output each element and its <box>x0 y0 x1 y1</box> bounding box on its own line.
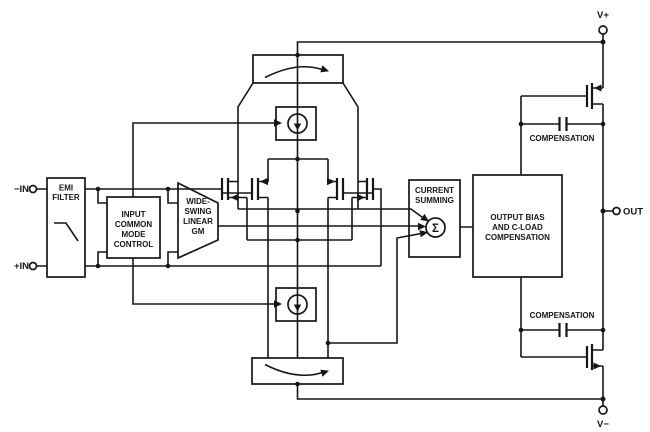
output-bias-label-3: COMPENSATION <box>485 233 550 242</box>
capacitor-icon <box>558 323 568 337</box>
arrowheads <box>230 84 602 370</box>
compensation-cap-bottom <box>558 323 568 337</box>
in-pos-label: +IN <box>14 261 29 272</box>
mosfet-icon <box>585 83 594 370</box>
compensation-bottom-label: COMPENSATION <box>530 311 595 320</box>
gm-label-2: SWING <box>184 207 211 216</box>
summing-input-wires <box>218 208 427 344</box>
compensation-cap-top <box>558 117 568 131</box>
mirror-arrow-icon <box>264 363 324 377</box>
in-neg-terminal <box>28 184 38 194</box>
nmos-source-arrow <box>593 362 601 370</box>
bias-input-arrow <box>274 119 282 127</box>
vminus-label: V− <box>597 419 609 430</box>
gm-output-arrow <box>418 222 426 231</box>
output-bias-label-1: OUTPUT BIAS <box>490 213 545 222</box>
pmos-source-arrow <box>594 84 602 92</box>
compensation-top-label: COMPENSATION <box>530 134 595 143</box>
icm-label-1: INPUT <box>122 210 146 219</box>
icm-label-4: CONTROL <box>114 240 154 249</box>
bias-input-arrow <box>274 300 282 308</box>
icm-label-2: COMMON <box>115 220 153 229</box>
emi-filter-label-2: FILTER <box>52 193 80 202</box>
input-wires <box>37 188 382 267</box>
summing-bottom-arrow <box>419 230 428 238</box>
current-source-icon <box>287 294 308 315</box>
gm-block: WIDE- SWING LINEAR GM <box>177 181 219 260</box>
common-mode-control-wires <box>132 122 275 305</box>
current-summing-label-2: SUMMING <box>415 196 454 205</box>
sigma-node <box>425 217 446 238</box>
gm-label-3: LINEAR <box>183 217 213 226</box>
vplus-label: V+ <box>597 10 609 21</box>
icm-label-3: MODE <box>122 230 147 239</box>
output-bias-block: OUTPUT BIAS AND C-LOAD COMPENSATION <box>472 174 563 278</box>
out-label: OUT <box>623 207 643 218</box>
capacitor-icon <box>558 117 568 131</box>
input-common-mode-block: INPUT COMMON MODE CONTROL <box>106 196 161 259</box>
supply-rails <box>296 34 613 406</box>
mirror-leg-wires <box>237 82 359 209</box>
top-current-source <box>274 106 317 141</box>
outer-left-source-arrow <box>230 193 239 202</box>
mosfet-icon <box>220 178 375 200</box>
gm-label-1: WIDE- <box>186 197 210 206</box>
sigma-icon: Σ <box>432 223 439 235</box>
current-source-icon <box>287 113 308 134</box>
input-mosfet-icons <box>220 178 375 200</box>
bottom-current-mirror <box>251 357 344 385</box>
gm-label-4: GM <box>192 227 205 236</box>
inner-right-source-arrow <box>327 177 335 186</box>
terminals: −IN +IN V+ V− OUT <box>14 10 643 430</box>
summing-top-arrow <box>420 213 429 222</box>
mirror-arrow-icon <box>264 65 324 79</box>
bottom-current-source <box>274 287 317 322</box>
junction-dots <box>95 39 606 402</box>
output-bias-label-2: AND C-LOAD <box>492 223 543 232</box>
out-terminal <box>612 206 621 216</box>
in-neg-label: −IN <box>14 184 29 195</box>
current-summing-label-1: CURRENT <box>415 186 454 195</box>
current-summing-block: CURRENT SUMMING Σ <box>408 179 461 258</box>
in-pos-terminal <box>28 261 38 271</box>
output-mosfet-icons <box>585 83 594 370</box>
vminus-terminal <box>598 405 608 415</box>
outer-right-source-arrow <box>357 193 365 202</box>
vplus-terminal <box>598 25 608 35</box>
emi-filter-label-1: EMI <box>59 184 73 193</box>
inner-left-source-arrow <box>260 177 268 186</box>
emi-filter-block: EMI FILTER <box>46 177 86 278</box>
lowpass-filter-icon <box>54 222 79 242</box>
